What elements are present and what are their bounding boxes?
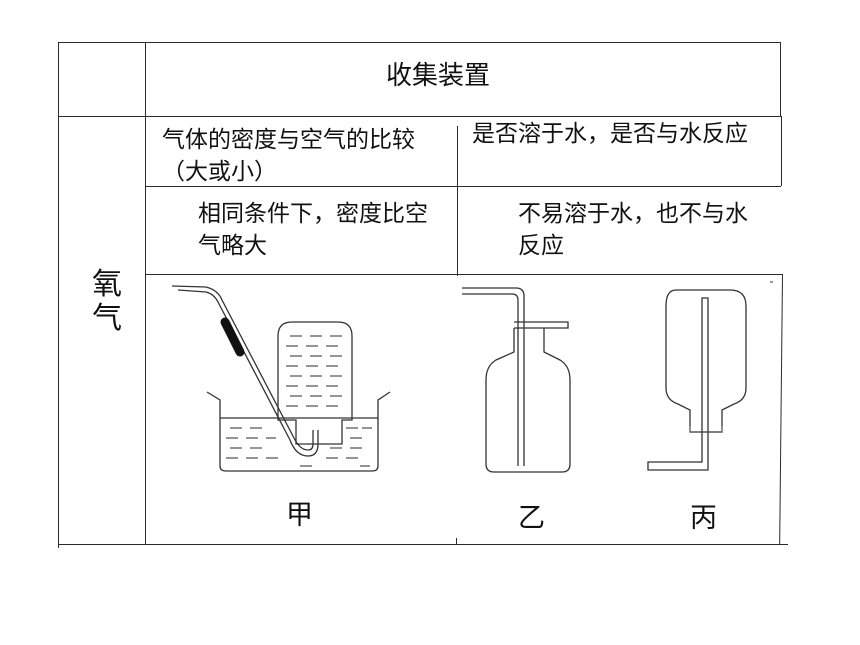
solubility-question: 是否溶于水，是否与水反应 bbox=[472, 121, 748, 147]
solubility-answer: 不易溶于水，也不与水反应 bbox=[518, 201, 748, 259]
table-border-bottom bbox=[58, 544, 788, 545]
question-divider bbox=[145, 186, 781, 187]
table-border-left bbox=[58, 42, 59, 548]
apparatus-yi-drawing bbox=[462, 287, 571, 473]
column-divider bbox=[145, 42, 146, 544]
table-header: 收集装置 bbox=[386, 61, 491, 91]
answer-divider bbox=[145, 274, 782, 275]
header-divider bbox=[58, 116, 781, 117]
table-border-top bbox=[58, 42, 780, 43]
table-border-right-lower bbox=[781, 116, 782, 186]
density-question: 气体的密度与空气的比较（大或小） bbox=[162, 127, 415, 185]
table-border-right bbox=[780, 42, 781, 116]
apparatus-label-yi: 乙 bbox=[518, 503, 545, 534]
apparatus-jia-drawing bbox=[171, 285, 391, 472]
bottom-tick bbox=[456, 538, 457, 545]
inner-vertical-divider bbox=[457, 126, 458, 276]
density-answer: 相同条件下，密度比空气略大 bbox=[198, 201, 428, 259]
row-label-oxygen: 氧气 bbox=[92, 267, 122, 336]
apparatus-label-bing: 丙 bbox=[690, 503, 717, 534]
apparatus-bing-drawing bbox=[647, 289, 747, 471]
apparatus-label-jia: 甲 bbox=[286, 500, 313, 531]
